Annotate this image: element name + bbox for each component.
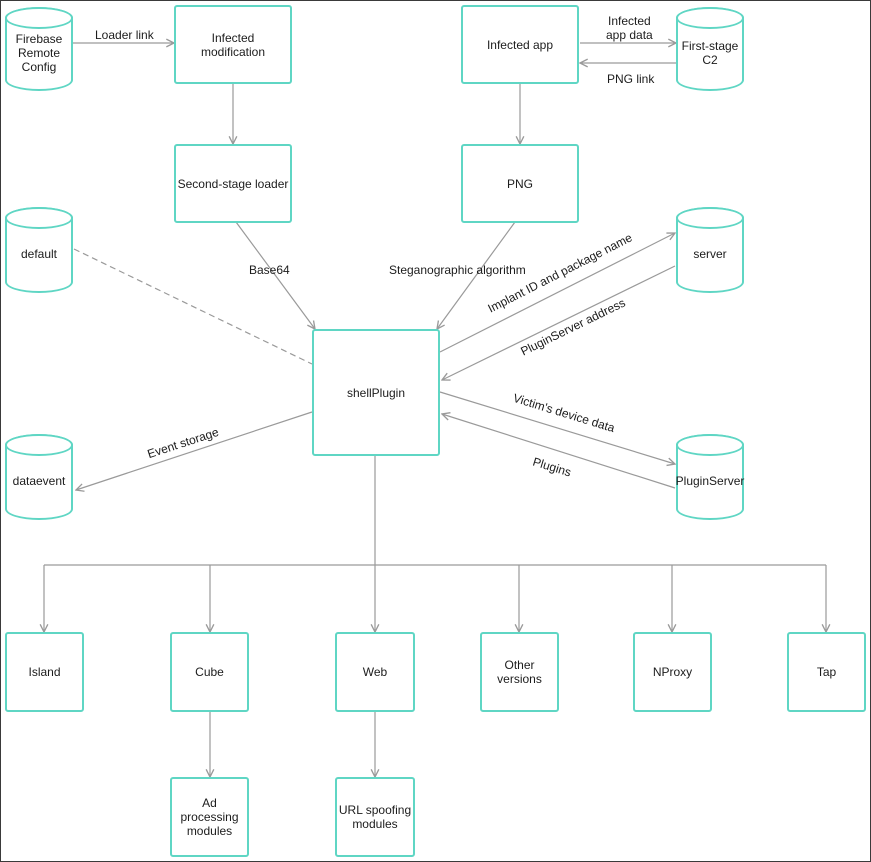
second-stage-loader-node: Second-stage loader <box>174 144 292 223</box>
infected-modification-node: Infected modification <box>174 5 292 84</box>
first-stage-c2-node: First-stage C2 <box>676 7 744 91</box>
edge-shell-to-dataevent <box>76 411 313 490</box>
nproxy-node: NProxy <box>633 632 712 712</box>
url-spoofing-modules-node: URL spoofing modules <box>335 777 415 857</box>
edge-default-to-shell <box>73 248 313 365</box>
png-node: PNG <box>461 144 579 223</box>
default-node: default <box>5 207 73 293</box>
edge-label-base64: Base64 <box>249 263 290 277</box>
tap-node: Tap <box>787 632 866 712</box>
plugin-server-node: PluginServer <box>676 434 744 520</box>
dataevent-node: dataevent <box>5 434 73 520</box>
edge-shell-to-server <box>439 233 675 353</box>
other-versions-node: Other versions <box>480 632 559 712</box>
node-label: dataevent <box>12 474 66 488</box>
edge-label-steganographic: Steganographic algorithm <box>389 263 526 277</box>
server-node: server <box>676 207 744 293</box>
firebase-remote-config-node: Firebase Remote Config <box>5 7 73 91</box>
infected-app-node: Infected app <box>461 5 579 84</box>
cube-node: Cube <box>170 632 249 712</box>
edge-pluginserver-to-shell <box>442 414 676 489</box>
edge-label-png-link: PNG link <box>607 72 655 86</box>
edge-shell-to-pluginserver <box>439 391 675 464</box>
node-label: server <box>693 247 727 261</box>
node-label: PluginServer <box>675 474 745 488</box>
node-label: First-stage C2 <box>681 39 739 67</box>
edge-png-to-shell <box>437 221 516 329</box>
web-node: Web <box>335 632 415 712</box>
edge-label-infected-app-data: Infected app data <box>606 14 653 42</box>
node-label: Firebase Remote Config <box>15 32 63 74</box>
edge-server-to-shell <box>442 265 676 380</box>
island-node: Island <box>5 632 84 712</box>
edge-label-loader-link: Loader link <box>95 28 154 42</box>
shell-plugin-node: shellPlugin <box>312 329 440 456</box>
edge-loader-to-shell <box>235 221 315 329</box>
node-label: default <box>20 247 58 261</box>
ad-processing-modules-node: Ad processing modules <box>170 777 249 857</box>
